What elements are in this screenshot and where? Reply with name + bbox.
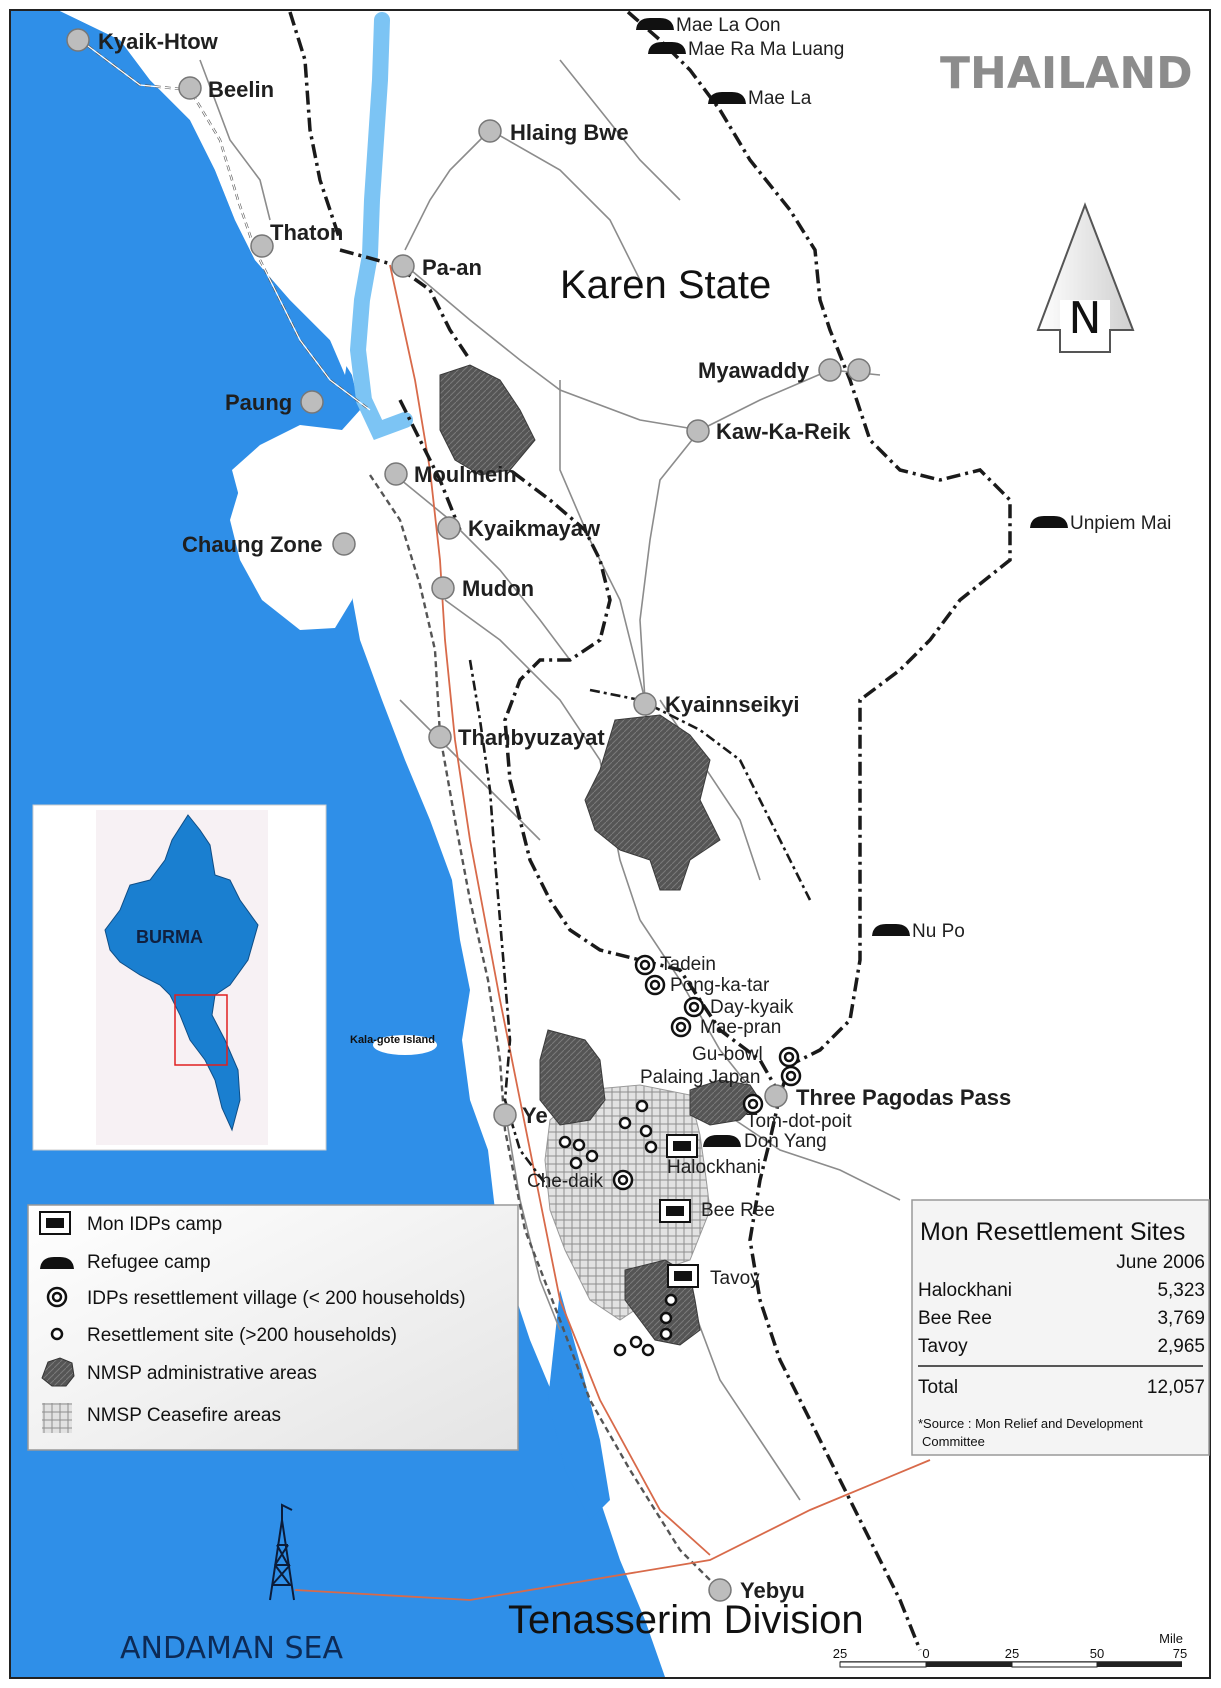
table-value-0: 5,323 (1157, 1280, 1205, 1301)
idp-resettlement-village-icons (612, 954, 802, 1191)
legend-label-2: IDPs resettlement village (< 200 househo… (87, 1288, 466, 1309)
north-arrow-icon (1036, 202, 1135, 353)
village-label-day-kyaik: Day-kyaik (710, 997, 794, 1018)
city-label-beelin: Beelin (208, 77, 274, 102)
railways-inner (79, 39, 371, 411)
village-label-tom-dot-poit: Tom-dot-poit (746, 1111, 852, 1132)
scale-tick-4: 75 (1173, 1646, 1187, 1661)
legend-label-4: NMSP administrative areas (87, 1363, 317, 1384)
legend-label-3: Resettlement site (>200 households) (87, 1325, 397, 1346)
refugee-label-mae-ra-ma-luang: Mae Ra Ma Luang (688, 39, 844, 60)
legend-label-5: NMSP Ceasefire areas (87, 1405, 281, 1426)
village-label-tadein: Tadein (660, 954, 716, 975)
table-title: Mon Resettlement Sites (920, 1218, 1185, 1246)
city-label-moulmein: Moulmein (414, 462, 517, 487)
scale-bar (839, 1661, 1182, 1668)
city-label-mudon: Mudon (462, 576, 534, 601)
city-label-kyaikmayaw: Kyaikmayaw (468, 516, 601, 541)
scale-tick-3: 50 (1090, 1646, 1104, 1661)
gas-pipeline (294, 264, 931, 1601)
table-date: June 2006 (1116, 1252, 1205, 1273)
scale-tick-0: 25 (833, 1646, 847, 1661)
inset-burma-label: BURMA (136, 927, 203, 947)
roads (199, 59, 901, 1501)
city-label-myawaddy: Myawaddy (698, 358, 810, 383)
mon-idp-camp-icons (659, 1134, 699, 1288)
karen-state-label: Karen State (560, 263, 771, 307)
north-letter: N (1069, 293, 1102, 344)
burma-shape (104, 814, 259, 1132)
refugee-camp-icons (636, 18, 1068, 1147)
resettlement-table (911, 1199, 1210, 1456)
city-label-chaung-zone: Chaung Zone (182, 532, 323, 557)
refugee-label-don-yang: Don Yang (744, 1131, 827, 1152)
table-site-0: Halockhani (918, 1280, 1012, 1301)
table-site-1: Bee Ree (918, 1308, 992, 1329)
city-markers (66, 28, 871, 1602)
idp-camp-label-tavoy: Tavoy (710, 1268, 760, 1289)
kala-gote-island-shape (373, 1035, 437, 1055)
city-label-kaw-ka-reik: Kaw-Ka-Reik (716, 419, 851, 444)
nmsp-administrative-areas (439, 364, 761, 1346)
legend-resettlement-site-icon (50, 1327, 64, 1341)
legend-nmsp-admin-area-icon (41, 1357, 75, 1387)
city-label-yebyu: Yebyu (740, 1578, 805, 1603)
scale-unit: Mile (1159, 1631, 1183, 1646)
table-source-line1: *Source : Mon Relief and Development (918, 1416, 1143, 1431)
table-value-2: 2,965 (1157, 1336, 1205, 1357)
city-label-thanbyuzayat: Thanbyuzayat (458, 725, 605, 750)
village-label-palaing-japan: Palaing Japan (640, 1067, 760, 1088)
legend (27, 1204, 519, 1451)
table-site-2: Tavoy (918, 1336, 968, 1357)
village-label-che-daik: Che-daik (527, 1171, 604, 1192)
table-total-label: Total (918, 1377, 958, 1398)
inset-map (32, 804, 327, 1151)
scale-tick-1: 0 (922, 1646, 929, 1661)
city-label-thaton: Thaton (270, 220, 343, 245)
idp-camp-label-halockhani: Halockhani (667, 1157, 761, 1178)
legend-idp-resettlement-village-icon (46, 1286, 68, 1308)
table-value-1: 3,769 (1157, 1308, 1205, 1329)
kala-gote-island-label: Kala-gote Island (350, 1034, 435, 1046)
tenasserim-inlet (548, 1290, 610, 1520)
legend-label-0: Mon IDPs camp (87, 1214, 222, 1235)
village-label-mae-pran: Mae-pran (700, 1017, 781, 1038)
coastal-land (60, 11, 365, 375)
borders (288, 10, 1012, 1651)
city-label-kyaik-htow: Kyaik-Htow (98, 29, 219, 54)
refugee-label-mae-la: Mae La (748, 88, 812, 109)
city-label-hlaing-bwe: Hlaing Bwe (510, 120, 629, 145)
legend-label-1: Refugee camp (87, 1252, 211, 1273)
salween-river (349, 12, 413, 441)
refugee-label-mae-la-oon: Mae La Oon (676, 15, 781, 36)
chaung-zone-island (230, 455, 360, 630)
refugee-label-unpiem-mai: Unpiem Mai (1070, 513, 1171, 534)
village-label-pong-ka-tar: Pong-ka-tar (670, 975, 770, 996)
gas-platform-icon (269, 1503, 295, 1601)
village-label-gu-bowl: Gu-bowl (692, 1044, 763, 1065)
city-label-kyainnseikyi: Kyainnseikyi (665, 692, 800, 717)
refugee-label-nu-po: Nu Po (912, 921, 965, 942)
thailand-label: THAILAND (940, 48, 1193, 99)
city-label-ye: Ye (522, 1103, 548, 1128)
idp-camp-label-bee-ree: Bee Ree (701, 1200, 775, 1221)
city-label-three-pagodas-pass: Three Pagodas Pass (796, 1085, 1011, 1110)
tenasserim-division-label: Tenasserim Division (508, 1598, 864, 1642)
city-label-pa-an: Pa-an (422, 255, 482, 280)
scale-tick-2: 25 (1005, 1646, 1019, 1661)
table-total-value: 12,057 (1147, 1377, 1205, 1398)
city-label-paung: Paung (225, 390, 292, 415)
legend-refugee-camp-icon (40, 1257, 74, 1269)
legend-mon-idp-camp-icon (39, 1211, 71, 1235)
andaman-sea-label: ANDAMAN SEA (120, 1631, 343, 1666)
mon-state-border (468, 659, 812, 1212)
legend-nmsp-ceasefire-area-icon (42, 1403, 72, 1433)
resettlement-site-icons (558, 1099, 678, 1357)
table-source-line2: Committee (922, 1434, 985, 1449)
